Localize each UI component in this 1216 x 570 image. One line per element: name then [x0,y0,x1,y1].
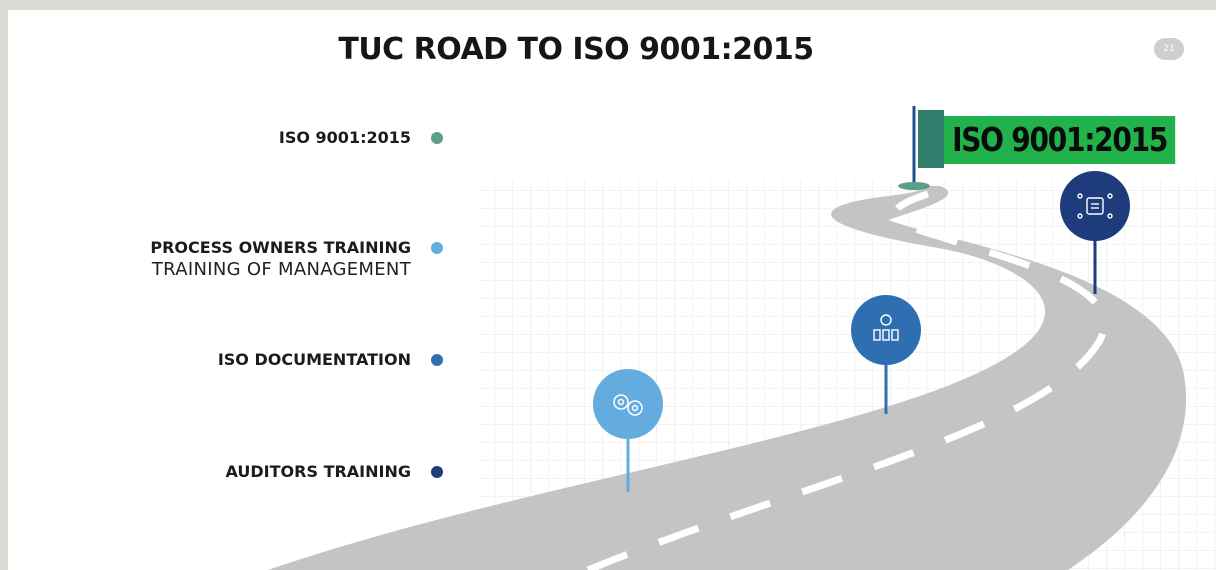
slide: TUC ROAD TO ISO 9001:2015 21 ISO 9001:20… [8,10,1216,570]
page-number-badge: 21 [1154,38,1184,60]
people-dollar-icon [873,314,899,341]
road-illustration [268,106,1216,570]
stage-label: ISO 9001:2015 [278,128,411,147]
team-gears-icon [613,394,643,416]
network-document-icon [1077,193,1113,219]
stage-label: AUDITORS TRAINING [225,462,411,481]
stage-label: PROCESS OWNERS TRAINING [150,238,411,257]
stage-dot [431,242,443,254]
stage-auditors-training: AUDITORS TRAINING [225,462,443,481]
destination-flag-label: ISO 9001:2015 [944,116,1176,164]
stage-dot [431,466,443,478]
stage-dot [431,354,443,366]
road-centerline [586,190,1108,570]
marker-3-circle [1060,171,1130,241]
slide-title: TUC ROAD TO ISO 9001:2015 [338,32,814,67]
road-surface [268,186,1187,570]
stage-sublabel: TRAINING OF MANAGEMENT [151,259,411,280]
stage-dot [431,132,443,144]
stage-process-owners-training: PROCESS OWNERS TRAINING TRAINING OF MANA… [150,238,443,280]
stage-iso-9001: ISO 9001:2015 [278,128,443,147]
stage-label: ISO DOCUMENTATION [217,350,411,369]
stage-iso-documentation: ISO DOCUMENTATION [217,350,443,369]
flag-pole-top [918,110,944,168]
flag-base [898,182,930,190]
